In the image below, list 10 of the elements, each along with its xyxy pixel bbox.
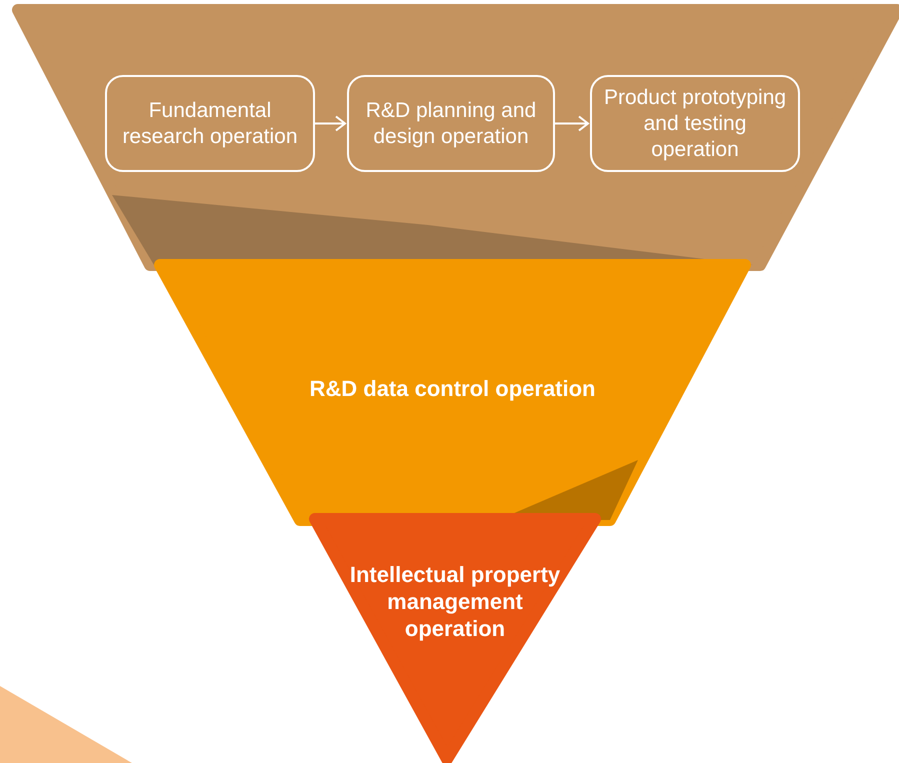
rounded-box	[590, 75, 800, 172]
stage-label: Intellectual property management operation	[348, 561, 562, 642]
stage-label: R&D planning and design operation	[364, 98, 538, 150]
arrow	[555, 116, 589, 132]
arrow	[315, 116, 346, 132]
stage-label: Fundamental research operation	[121, 98, 299, 150]
rounded-box	[105, 75, 315, 172]
stage-label: Product prototyping and testing operation	[602, 84, 788, 162]
stage-label: R&D data control operation	[308, 375, 596, 402]
rounded-box	[347, 75, 555, 172]
